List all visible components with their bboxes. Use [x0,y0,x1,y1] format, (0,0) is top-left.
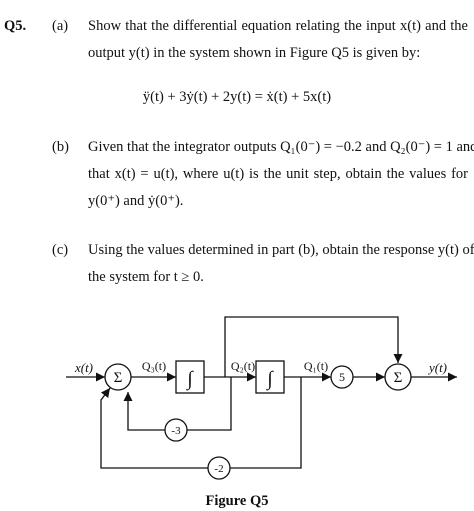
integrator-symbol-2: ∫ [265,368,274,391]
part-c-label: (c) [52,242,69,258]
q1-label: Q₁(t) [304,359,328,373]
feedback-neg2-path-b [100,387,208,469]
part-b-line-2: that x(t) = u(t), where u(t) is the unit… [88,166,468,182]
part-b-line-3: y(0⁺) and ẏ(0⁺). [88,193,184,209]
feedback-neg3-path-b [123,392,165,431]
part-a-equation: ÿ(t) + 3ẏ(t) + 2y(t) = ẋ(t) + 5x(t) [142,89,332,105]
feedback-neg3-path-a [187,377,232,431]
question-number: Q5. [4,18,27,34]
integrator-symbol-1: ∫ [185,368,194,391]
feedforward-path [224,316,403,377]
q3-label: Q₃(t) [142,359,166,373]
integrator-block-2 [255,360,285,394]
part-b-line-1: Given that the integrator outputs Q₁(0⁻)… [88,139,474,155]
gain-5-circle [330,365,354,389]
integrator-block-1 [175,360,205,394]
sum2-symbol: Σ [394,370,403,386]
summing-junction-2 [384,363,412,391]
gain-neg3-circle [164,418,188,442]
part-c-line-1: Using the values determined in part (b),… [88,242,474,258]
q2-label: Q₂(t) [231,359,255,373]
part-b-label: (b) [52,139,69,155]
sum1-symbol: Σ [114,370,123,386]
gain-5-value: 5 [339,370,345,384]
gain-neg3-value: -3 [171,425,181,437]
feedback-neg2-path-a [230,377,302,469]
output-label: y(t) [427,360,447,375]
part-a-label: (a) [52,18,69,34]
input-label: x(t) [74,360,93,375]
part-a-line-2: output y(t) in the system shown in Figur… [88,45,421,61]
gain-neg2-circle [207,456,231,480]
gain-neg2-value: -2 [214,463,223,475]
summing-junction-1 [104,363,132,391]
figure-caption: Figure Q5 [205,493,269,509]
part-a-line-1: Show that the differential equation rela… [88,18,468,34]
part-c-line-2: the system for t ≥ 0. [88,269,204,285]
